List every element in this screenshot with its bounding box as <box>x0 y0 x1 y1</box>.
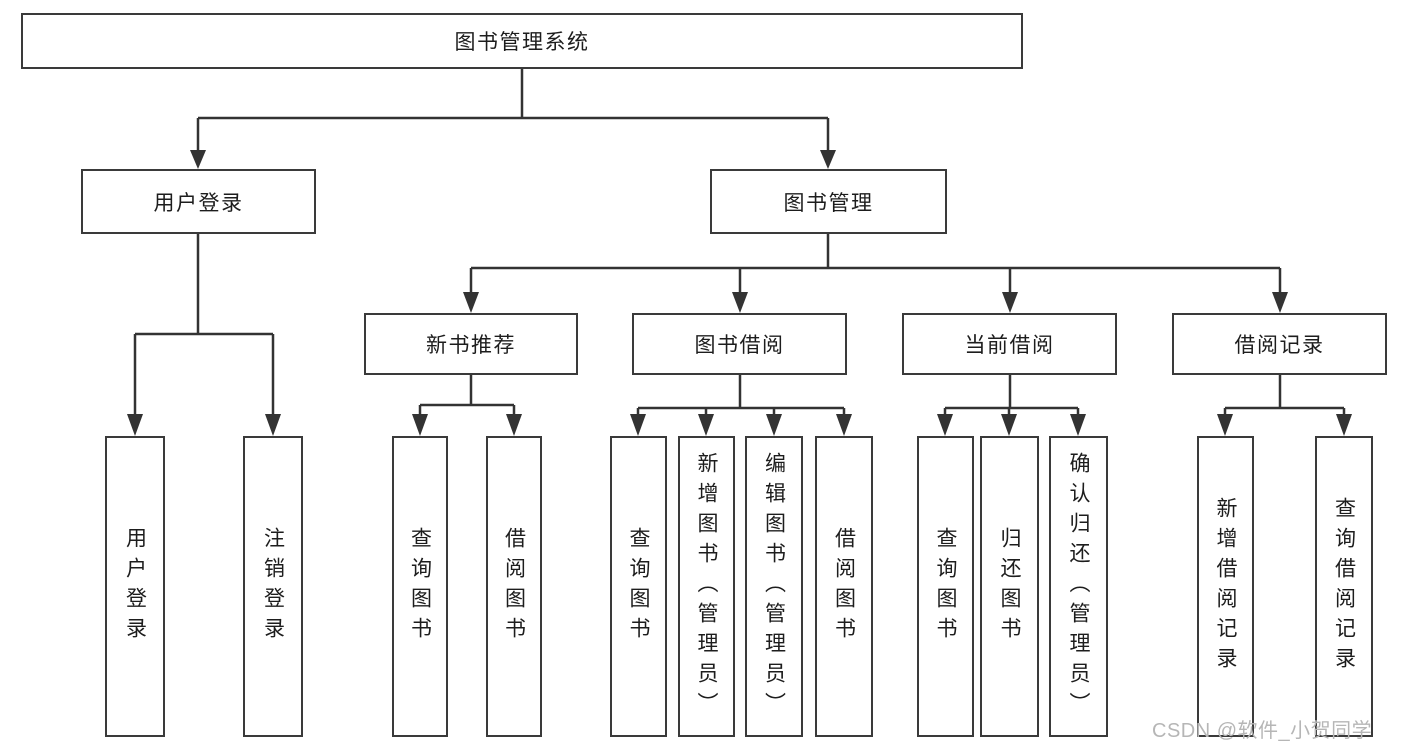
leaf-user-login: 用户登录 <box>105 436 165 737</box>
leaf-borrow-books-recommend: 借阅图书 <box>486 436 542 737</box>
node-book-borrowing: 图书借阅 <box>632 313 847 375</box>
node-current-borrowing: 当前借阅 <box>902 313 1117 375</box>
leaf-query-books-borrowing: 查询图书 <box>610 436 667 737</box>
leaf-query-borrow-record: 查询借阅记录 <box>1315 436 1373 737</box>
connector-user-login-branch <box>133 233 275 415</box>
node-book-management: 图书管理 <box>710 169 947 234</box>
node-new-book-recommendation: 新书推荐 <box>364 313 578 375</box>
leaf-edit-books-admin: 编辑图书（管理员） <box>745 436 803 737</box>
connector-book-borrow-branch <box>636 375 846 415</box>
leaf-add-borrow-record: 新增借阅记录 <box>1197 436 1254 737</box>
connector-borrow-records-branch <box>1223 375 1346 415</box>
leaf-return-books: 归还图书 <box>980 436 1039 737</box>
node-library-management-system: 图书管理系统 <box>21 13 1023 69</box>
leaf-query-books-recommend: 查询图书 <box>392 436 448 737</box>
leaf-confirm-return-admin: 确认归还（管理员） <box>1049 436 1108 737</box>
leaf-borrow-books: 借阅图书 <box>815 436 873 737</box>
leaf-add-books-admin: 新增图书（管理员） <box>678 436 735 737</box>
connector-new-book-branch <box>418 375 516 415</box>
connector-book-management-branch <box>469 234 1282 293</box>
arrowheads-level2 <box>190 150 836 169</box>
leaf-query-books-current: 查询图书 <box>917 436 974 737</box>
arrowheads-leaves <box>127 414 1352 436</box>
connector-root <box>196 69 830 151</box>
leaf-logout: 注销登录 <box>243 436 303 737</box>
connector-current-borrow-branch <box>943 375 1080 415</box>
node-user-login: 用户登录 <box>81 169 316 234</box>
arrowheads-level3 <box>463 292 1288 313</box>
csdn-watermark: CSDN @软件_小贺同学 <box>1152 720 1373 742</box>
node-borrowing-records: 借阅记录 <box>1172 313 1387 375</box>
